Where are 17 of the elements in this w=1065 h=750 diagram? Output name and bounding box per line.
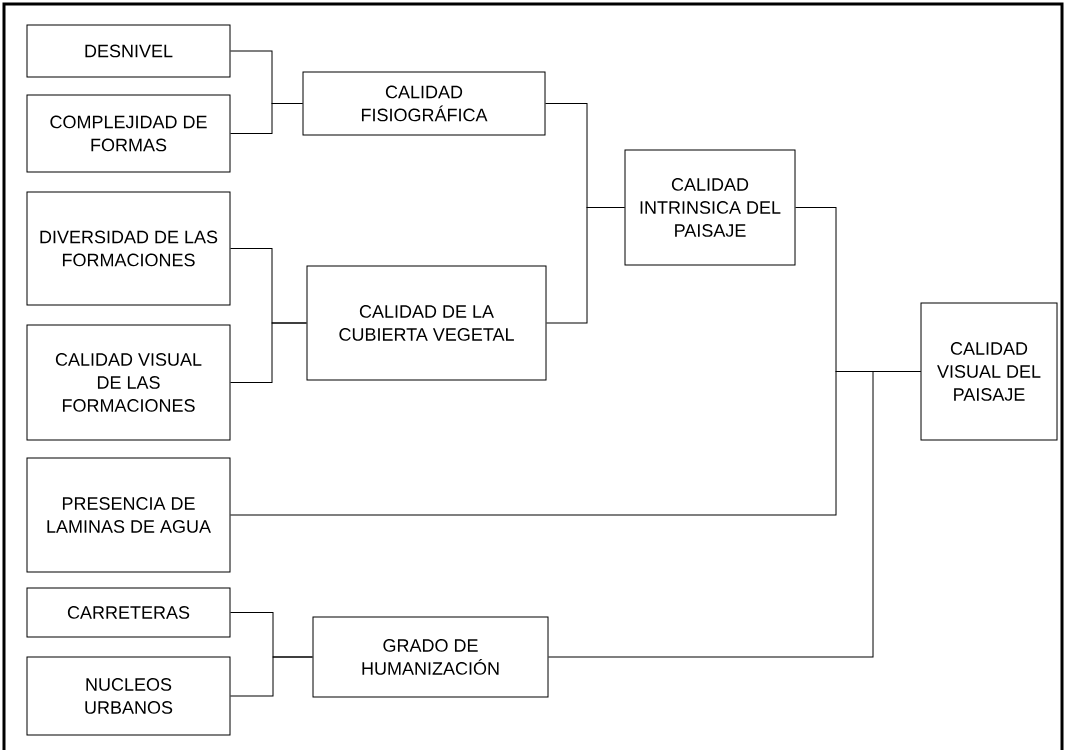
connector-line <box>230 656 313 697</box>
process-box: DESNIVEL <box>26 24 231 78</box>
process-box: DIVERSIDAD DE LAS FORMACIONES <box>26 191 231 306</box>
process-box: CALIDAD VISUAL DEL PAISAJE <box>920 302 1058 441</box>
process-box: CARRETERAS <box>26 587 231 638</box>
process-box: CALIDAD INTRINSICA DEL PAISAJE <box>624 149 796 266</box>
connector-line <box>230 103 303 134</box>
process-box: PRESENCIA DE LAMINAS DE AGUA <box>26 457 231 573</box>
process-box: CALIDAD VISUAL DE LAS FORMACIONES <box>26 324 231 441</box>
connector-line <box>230 322 307 383</box>
connector-line <box>546 207 625 324</box>
process-box: GRADO DE HUMANIZACIÓN <box>312 616 549 698</box>
process-box: COMPLEJIDAD DE FORMAS <box>26 94 231 173</box>
process-box: CALIDAD FISIOGRÁFICA <box>302 71 546 136</box>
process-box: NUCLEOS URBANOS <box>26 656 231 736</box>
connector-line <box>548 371 921 658</box>
process-box: CALIDAD DE LA CUBIERTA VEGETAL <box>306 265 547 381</box>
